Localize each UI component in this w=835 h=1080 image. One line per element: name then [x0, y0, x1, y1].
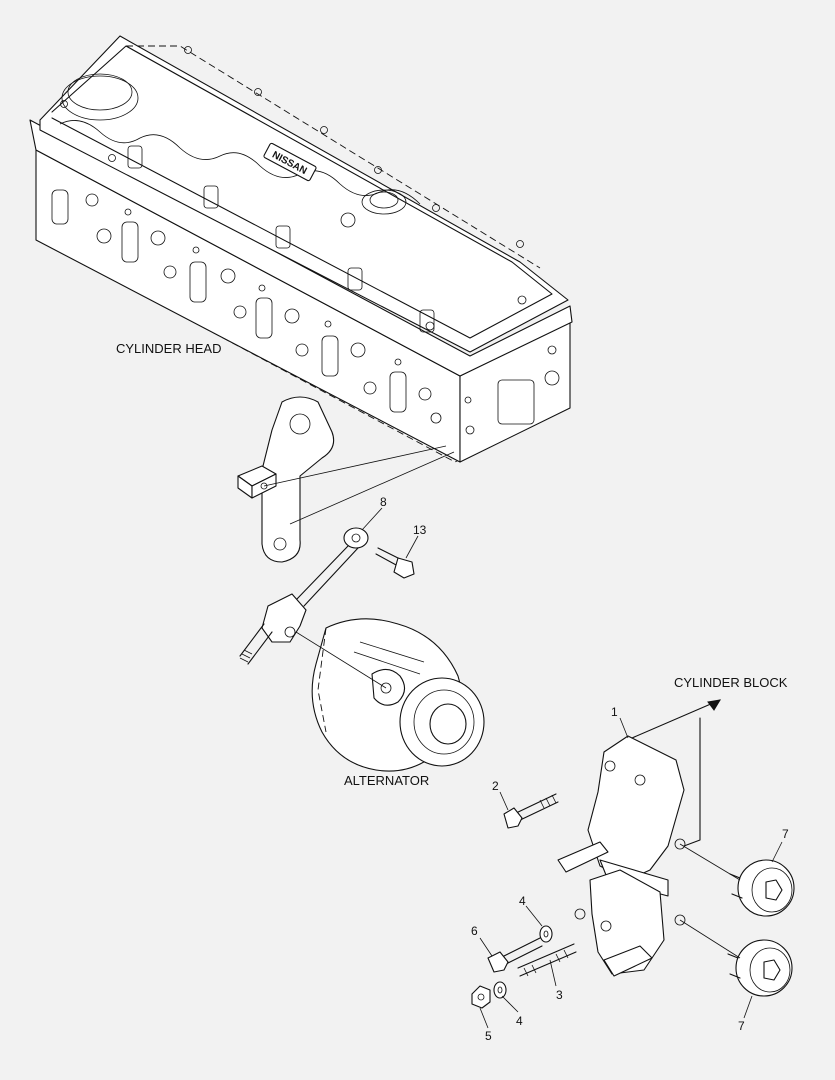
nut-5-illustration — [471, 985, 491, 1009]
adjusting-rod-illustration — [239, 527, 369, 665]
idler-pulley-7-upper-illustration — [729, 859, 795, 917]
bolt-13-illustration — [375, 547, 415, 579]
bolt-2-illustration — [503, 793, 559, 829]
callout-2: 2 — [492, 779, 499, 793]
callout-4-upper: 4 — [519, 894, 526, 908]
callout-13: 13 — [413, 523, 427, 537]
alternator-illustration — [311, 618, 485, 772]
idler-pulley-7-lower-illustration — [727, 939, 793, 997]
stud-3-illustration — [517, 943, 577, 977]
cylinder-head-label: CYLINDER HEAD — [116, 341, 221, 356]
callout-7-lower: 7 — [738, 1019, 745, 1033]
alternator-label: ALTERNATOR — [344, 773, 429, 788]
cylinder-block-label: CYLINDER BLOCK — [674, 675, 788, 690]
bolt-6-illustration — [487, 937, 543, 973]
callout-leaders — [361, 507, 783, 1029]
upper-bracket-illustration — [237, 396, 335, 563]
cylinder-head-illustration: NISSAN — [29, 35, 573, 463]
callout-8: 8 — [380, 495, 387, 509]
callout-3: 3 — [556, 988, 563, 1002]
callout-7-upper: 7 — [782, 827, 789, 841]
main-bracket-illustration — [557, 735, 686, 977]
callout-6: 6 — [471, 924, 478, 938]
callout-5: 5 — [485, 1029, 492, 1043]
cylinder-block-arrow — [631, 699, 721, 847]
callout-4-lower: 4 — [516, 1014, 523, 1028]
callout-1: 1 — [611, 705, 618, 719]
washer-4-upper-illustration — [539, 925, 553, 943]
washer-4-lower-illustration — [493, 981, 507, 999]
